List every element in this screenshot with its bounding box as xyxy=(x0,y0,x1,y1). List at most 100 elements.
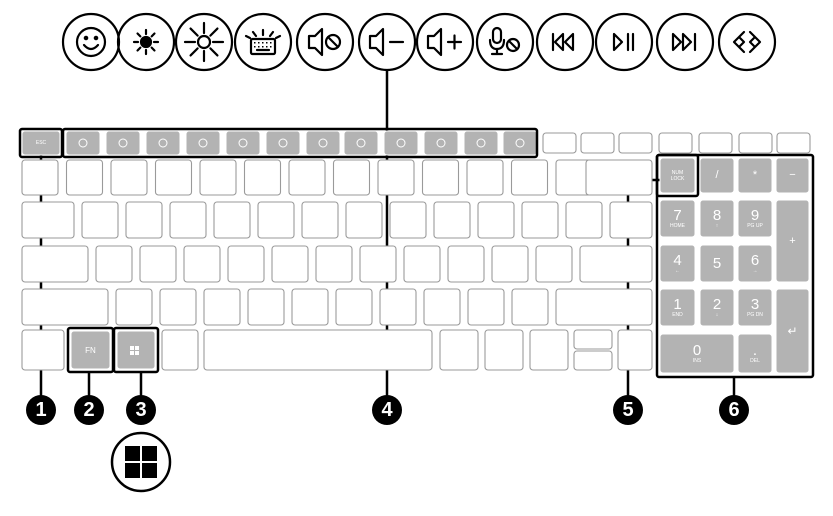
numpad-divide-key[interactable]: / xyxy=(700,158,734,193)
numpad-8-key-shape[interactable] xyxy=(699,199,735,238)
numpad-enter-key[interactable]: ↵ xyxy=(776,289,809,373)
qwerty-row-key-4[interactable] xyxy=(213,201,251,239)
number-row-key-12[interactable] xyxy=(510,159,549,196)
right-arrow-key[interactable] xyxy=(617,329,653,371)
home-row-key-4[interactable] xyxy=(227,245,265,283)
shift-row-key-10[interactable] xyxy=(511,288,549,326)
home-row-key-6[interactable] xyxy=(315,245,353,283)
backspace-key[interactable] xyxy=(585,159,653,196)
space-key[interactable] xyxy=(203,329,433,371)
number-row-key-8[interactable] xyxy=(332,159,371,196)
numpad-decimal-key-shape[interactable] xyxy=(737,333,773,374)
numpad-multiply-shape[interactable] xyxy=(737,157,773,194)
numpad-0-key[interactable]: 0 INS xyxy=(660,334,734,373)
numpad-5-key[interactable]: 5 xyxy=(700,245,734,282)
right-shift-key[interactable] xyxy=(555,288,653,326)
enter-key[interactable] xyxy=(579,245,653,283)
qwerty-row-key-3[interactable] xyxy=(169,201,207,239)
f11-key[interactable] xyxy=(463,130,499,156)
qwerty-row-key-7[interactable] xyxy=(345,201,383,239)
qwerty-row-key-12[interactable] xyxy=(565,201,603,239)
right-ctrl-key[interactable] xyxy=(484,329,524,371)
backslash-key[interactable] xyxy=(609,201,653,239)
f4-key[interactable] xyxy=(185,130,221,156)
number-row-key-10[interactable] xyxy=(421,159,460,196)
numpad-2-key-shape[interactable] xyxy=(699,288,735,327)
qwerty-row-key-11[interactable] xyxy=(521,201,559,239)
f7-key[interactable] xyxy=(305,130,341,156)
numpad-minus-key[interactable]: − xyxy=(776,158,809,193)
numpad-plus-shape[interactable] xyxy=(775,199,810,283)
numpad-5-key-shape[interactable] xyxy=(699,244,735,283)
home-row-key-3[interactable] xyxy=(183,245,221,283)
number-row-key-6[interactable] xyxy=(243,159,282,196)
qwerty-row-key-1[interactable] xyxy=(81,201,119,239)
shift-row-key-5[interactable] xyxy=(291,288,329,326)
numpad-enter-shape[interactable] xyxy=(775,288,810,374)
numpad-numlock-shape[interactable] xyxy=(659,157,696,194)
numpad-3-key-shape[interactable] xyxy=(737,288,773,327)
f10-key[interactable] xyxy=(423,130,459,156)
number-row-key-5[interactable] xyxy=(199,159,237,196)
down-arrow-key[interactable] xyxy=(573,350,613,371)
top-row-key-5[interactable] xyxy=(698,132,733,154)
right-alt-key[interactable] xyxy=(439,329,479,371)
alt-key[interactable] xyxy=(161,329,199,371)
numpad-4-key-shape[interactable] xyxy=(659,244,696,283)
numpad-minus-shape[interactable] xyxy=(775,157,810,194)
fn-key[interactable]: FN xyxy=(71,331,110,369)
shift-row-key-7[interactable] xyxy=(379,288,417,326)
numpad-8-key[interactable]: 8↑ xyxy=(700,200,734,237)
f5-key[interactable] xyxy=(225,130,261,156)
numpad-6-key[interactable]: 6→ xyxy=(738,245,772,282)
top-row-key-7[interactable] xyxy=(776,132,811,154)
numpad-6-key-shape[interactable] xyxy=(737,244,773,283)
home-row-key-11[interactable] xyxy=(535,245,573,283)
numpad-1-key-shape[interactable] xyxy=(659,288,696,327)
ctrl-key[interactable] xyxy=(21,329,65,371)
numpad-divide-shape[interactable] xyxy=(699,157,735,194)
home-row-key-7[interactable] xyxy=(359,245,397,283)
shift-row-key-2[interactable] xyxy=(159,288,197,326)
home-row-key-1[interactable] xyxy=(95,245,133,283)
numpad-4-key[interactable]: 4← xyxy=(660,245,695,282)
top-row-key-2[interactable] xyxy=(580,132,615,154)
shift-row-key-9[interactable] xyxy=(467,288,505,326)
numpad-7-key-shape[interactable] xyxy=(659,199,696,238)
shift-row-key-6[interactable] xyxy=(335,288,373,326)
qwerty-row-key-6[interactable] xyxy=(301,201,339,239)
qwerty-row-key-2[interactable] xyxy=(125,201,163,239)
numpad-9-key-shape[interactable] xyxy=(737,199,773,238)
shift-row-key-8[interactable] xyxy=(423,288,461,326)
esc-key[interactable]: ESC xyxy=(22,133,60,153)
numpad-plus-key[interactable]: + xyxy=(776,200,809,282)
qwerty-row-key-9[interactable] xyxy=(433,201,471,239)
number-row-key-3[interactable] xyxy=(110,159,148,196)
f9-key[interactable] xyxy=(383,130,419,156)
qwerty-row-key-8[interactable] xyxy=(389,201,427,239)
number-row-key-11[interactable] xyxy=(466,159,504,196)
qwerty-row-key-5[interactable] xyxy=(257,201,295,239)
tab-key[interactable] xyxy=(21,201,75,239)
shift-row-key-4[interactable] xyxy=(247,288,285,326)
top-row-key-3[interactable] xyxy=(618,132,653,154)
number-row-key-7[interactable] xyxy=(288,159,326,196)
number-row-key-1[interactable] xyxy=(21,159,59,196)
f2-key[interactable] xyxy=(105,130,141,156)
home-row-key-8[interactable] xyxy=(403,245,441,283)
f12-key[interactable] xyxy=(502,130,538,156)
number-row-key-9[interactable] xyxy=(377,159,415,196)
f3-key[interactable] xyxy=(145,130,181,156)
numpad-0-key-shape[interactable] xyxy=(659,333,735,374)
top-row-key-6[interactable] xyxy=(738,132,773,154)
home-row-key-9[interactable] xyxy=(447,245,485,283)
home-row-key-10[interactable] xyxy=(491,245,529,283)
esc-key-shape[interactable] xyxy=(21,130,61,156)
f6-key[interactable] xyxy=(265,130,301,156)
top-row-key-1[interactable] xyxy=(542,132,577,154)
home-row-key-5[interactable] xyxy=(271,245,309,283)
